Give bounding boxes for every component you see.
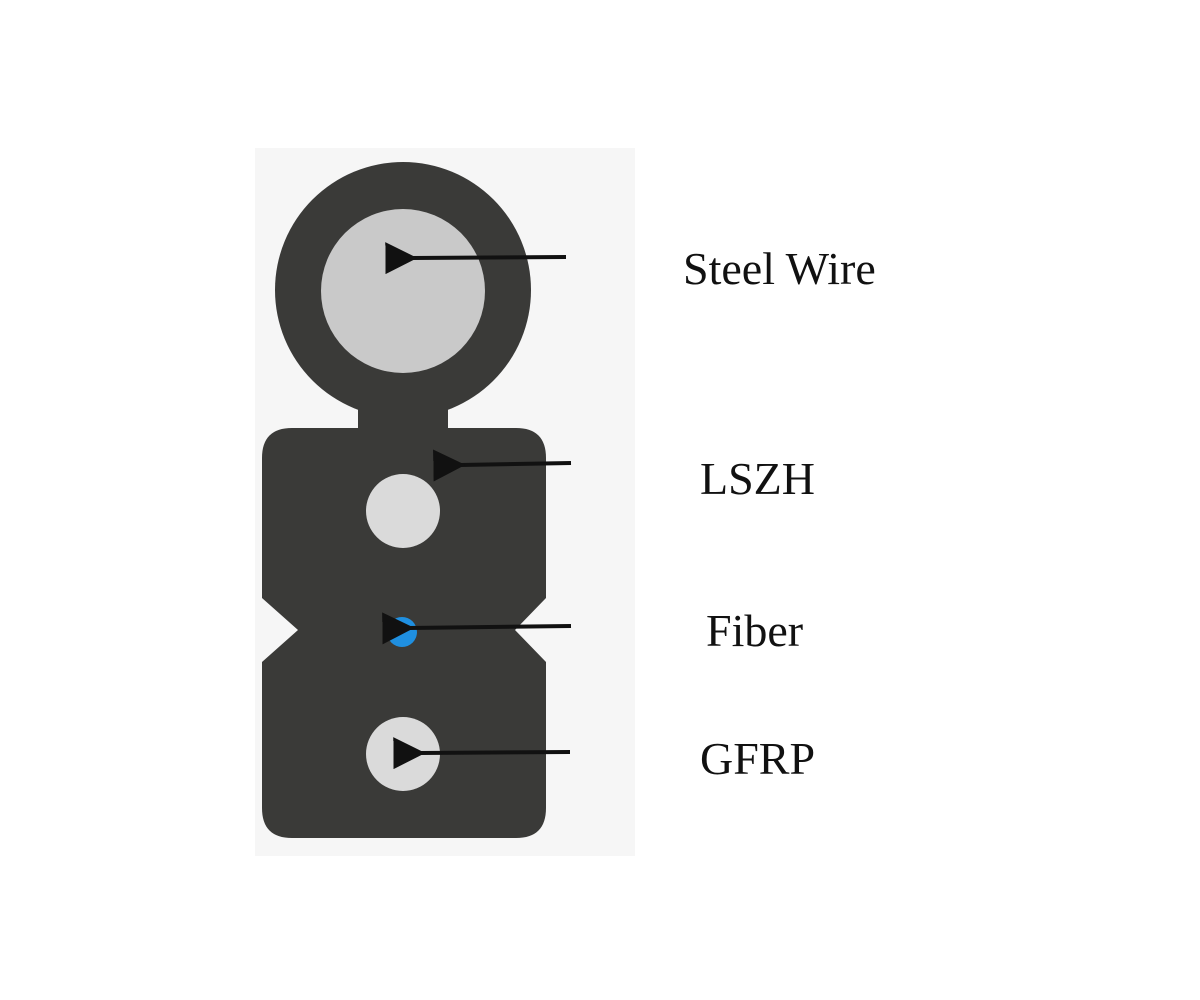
steel-wire-core [321,209,485,373]
gfrp-arrow [393,737,571,770]
lszh-arrow [433,449,572,482]
fiber-arrow [382,612,572,645]
lszh-label: LSZH [700,453,815,504]
gfrp-label: GFRP [700,733,816,784]
steel-wire-label: Steel Wire [683,243,876,294]
fiber-highlight [393,622,403,632]
upper-strength-member [366,474,440,548]
steel-wire-arrow [385,242,567,275]
fiber-core [387,617,417,647]
fiber-label: Fiber [706,605,804,656]
